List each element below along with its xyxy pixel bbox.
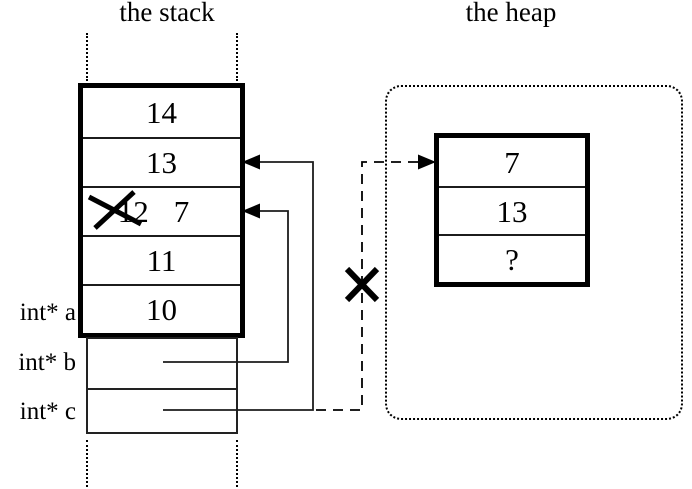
stack-guide-bottom-right bbox=[236, 440, 238, 487]
stack-guide-bottom-left bbox=[86, 440, 88, 487]
pointer-var-cells bbox=[86, 337, 238, 434]
var-label-b: int* b bbox=[18, 349, 76, 376]
new-value: 7 bbox=[173, 194, 190, 229]
stack-cell: 14 bbox=[83, 88, 240, 137]
pointer-cell-b bbox=[88, 339, 236, 388]
heap-cell: 7 bbox=[439, 138, 585, 186]
stack-cell-value: 14 bbox=[146, 95, 177, 130]
heap-cell: 13 bbox=[439, 186, 585, 234]
stack-cell-value: 10 bbox=[146, 292, 177, 327]
var-label-a: int* a bbox=[19, 299, 76, 326]
heap-frame: 7 13 ? bbox=[434, 133, 590, 287]
pointer-cell-c bbox=[88, 388, 236, 434]
crossed-out-old-value: 12 bbox=[117, 194, 149, 229]
stack-title: the stack bbox=[119, 0, 215, 27]
heap-cell: ? bbox=[439, 234, 585, 282]
heap-cell-value: ? bbox=[505, 241, 519, 277]
stack-frame: 14 13 12 7 11 10 bbox=[78, 83, 245, 338]
stack-cell-value: 13 bbox=[146, 145, 177, 180]
heap-cell-value: 13 bbox=[496, 193, 528, 229]
stack-guide-top-left bbox=[86, 33, 88, 81]
invalid-pointer-cross-icon bbox=[344, 266, 380, 303]
stack-cell-value: 11 bbox=[146, 243, 177, 278]
heap-cell-value: 7 bbox=[504, 144, 520, 180]
var-label-c: int* c bbox=[19, 398, 76, 425]
stack-cell: 13 bbox=[83, 137, 240, 186]
stack-cell: 11 bbox=[83, 235, 240, 284]
heap-title: the heap bbox=[465, 0, 557, 27]
stack-cell-overwritten: 12 7 bbox=[83, 186, 240, 235]
stack-cell: 10 bbox=[83, 284, 240, 333]
stack-guide-top-right bbox=[236, 33, 238, 81]
